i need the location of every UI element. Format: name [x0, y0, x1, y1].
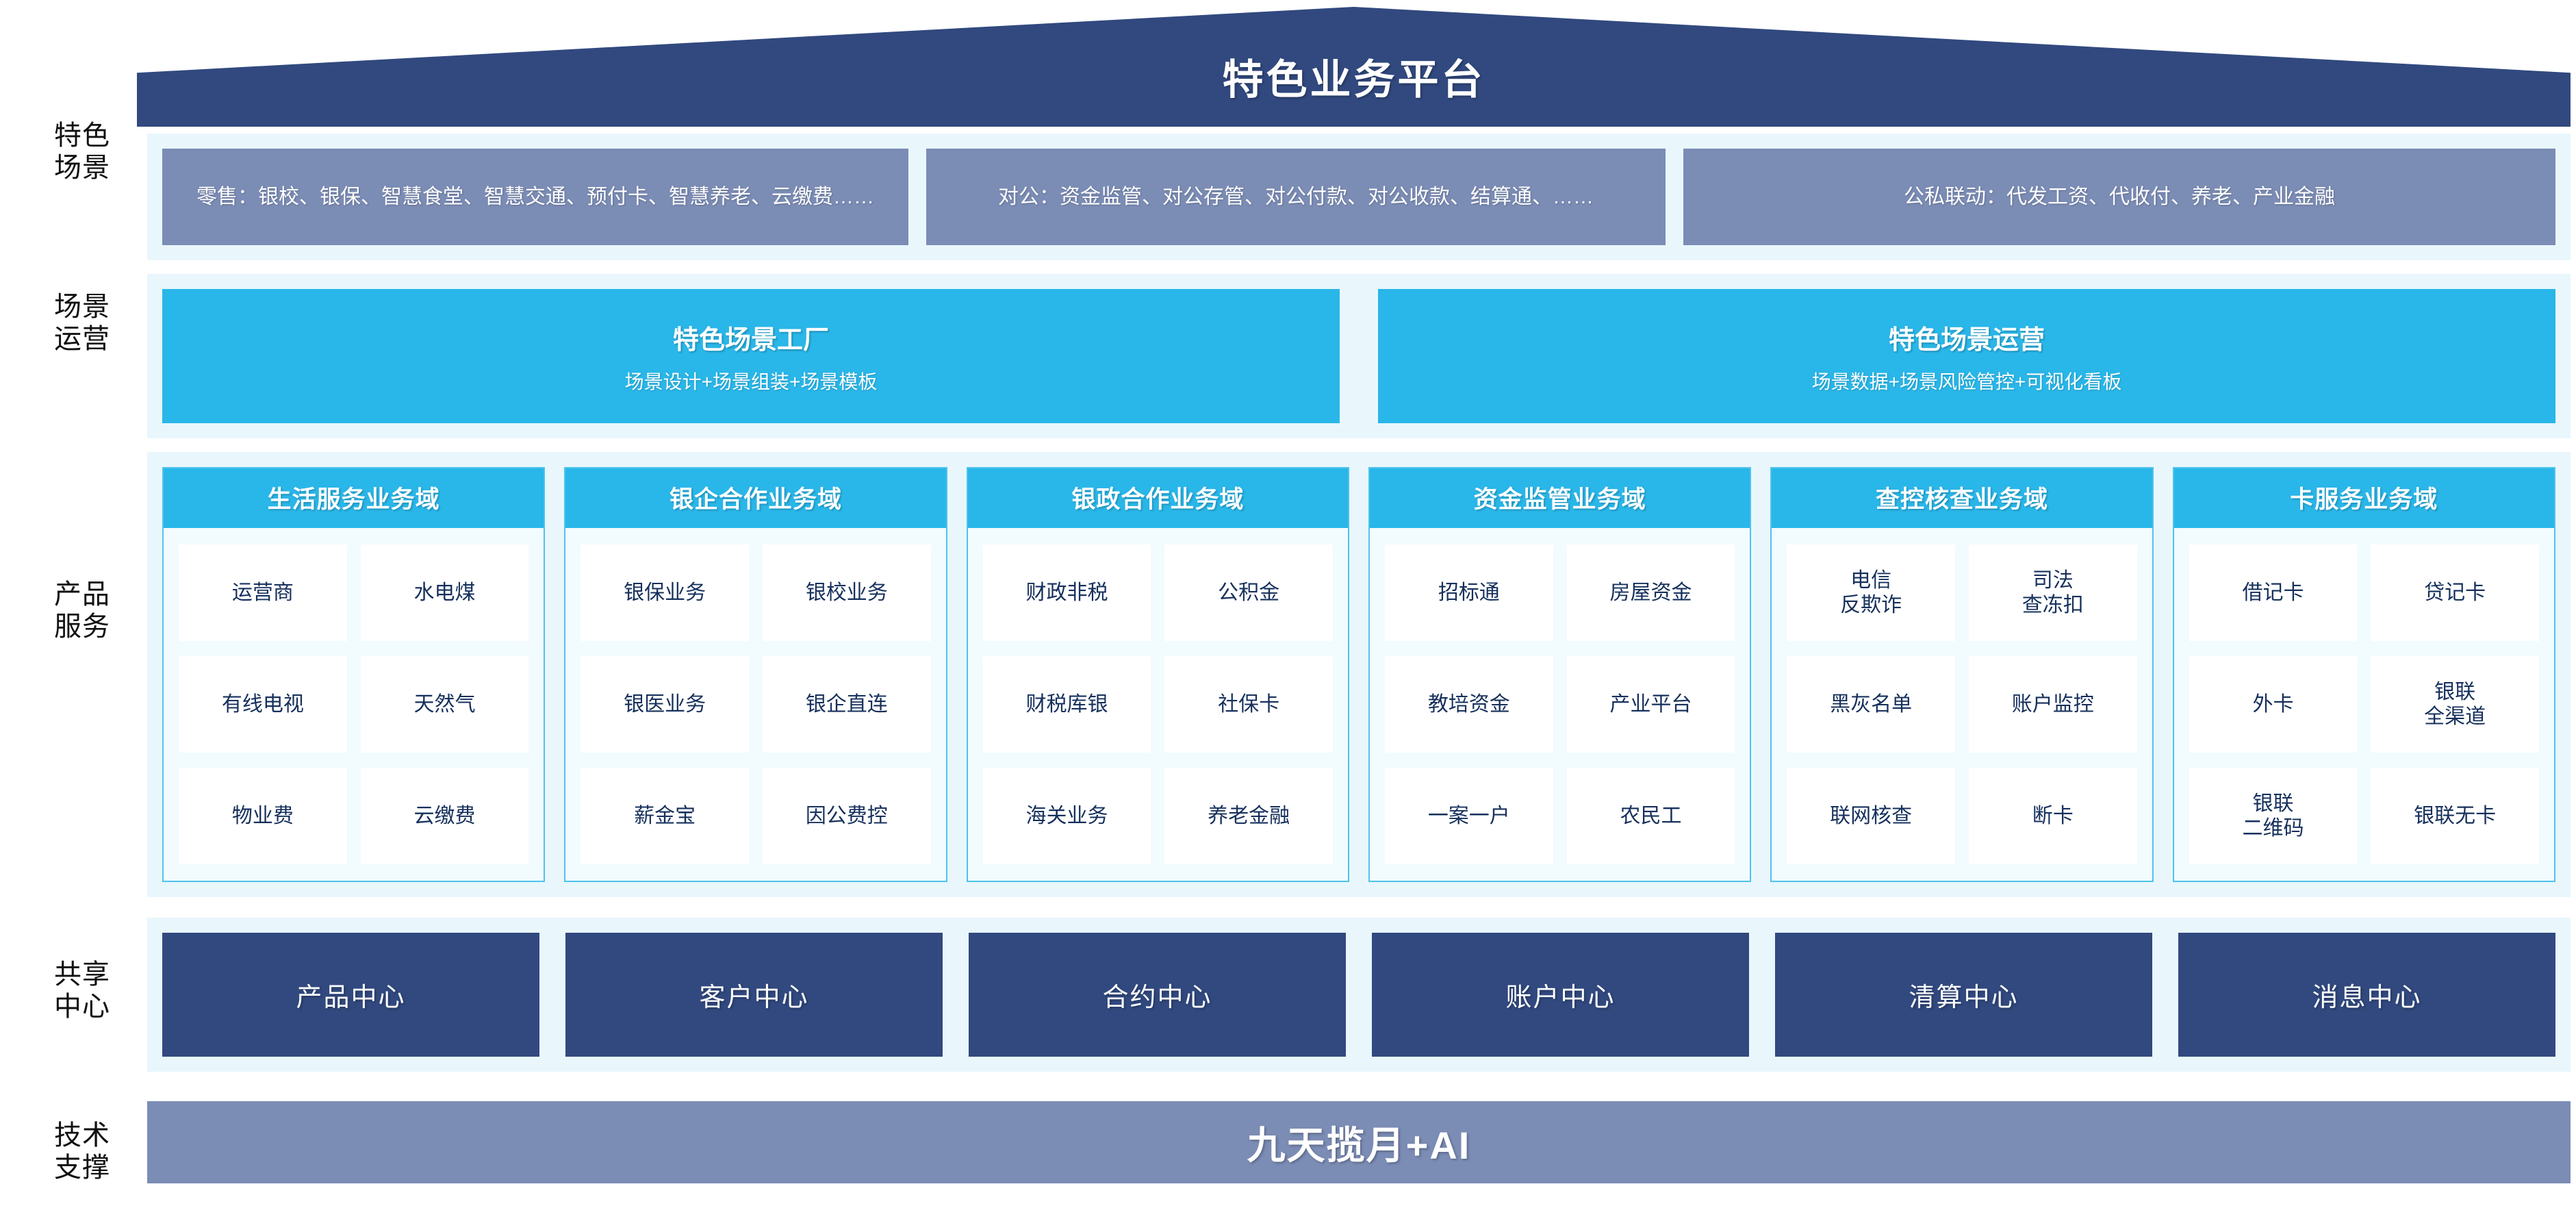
scene-box-retail[interactable]: 零售：银校、银保、智慧食堂、智慧交通、预付卡、智慧养老、云缴费…… [162, 149, 908, 245]
business-domain-title[interactable]: 银企合作业务域 [565, 468, 946, 528]
business-domain-item[interactable]: 银保业务 [581, 544, 749, 641]
row-label-shared: 共享 中心 [54, 959, 110, 1022]
business-domain-item[interactable]: 云缴费 [360, 768, 529, 864]
business-domain-title[interactable]: 银政合作业务域 [967, 468, 1348, 528]
business-domain-item[interactable]: 外卡 [2189, 656, 2358, 753]
shared-center-box[interactable]: 合约中心 [969, 933, 1346, 1057]
scene-box-corporate[interactable]: 对公：资金监管、对公存管、对公付款、对公收款、结算通、…… [926, 149, 1666, 245]
page-title: 特色业务平台 [1222, 57, 1485, 103]
scene-operation-subtitle: 场景数据+场景风险管控+可视化看板 [1811, 370, 2122, 392]
business-domain-column: 银企合作业务域银保业务银校业务银医业务银企直连薪金宝因公费控 [564, 467, 947, 882]
shared-center-box[interactable]: 消息中心 [2178, 933, 2555, 1057]
business-domain-item[interactable]: 银联无卡 [2371, 768, 2539, 864]
business-domain-item[interactable]: 电信 反欺诈 [1787, 544, 1955, 641]
shared-panel: 产品中心客户中心合约中心账户中心清算中心消息中心 [147, 918, 2571, 1072]
business-domain-item[interactable]: 银联 全渠道 [2371, 656, 2539, 753]
shared-center-box[interactable]: 客户中心 [565, 933, 943, 1057]
business-domain-column: 资金监管业务域招标通房屋资金教培资金产业平台一案一户农民工 [1368, 467, 1752, 882]
business-domain-title[interactable]: 生活服务业务域 [164, 468, 544, 528]
business-domain-column: 卡服务业务域借记卡贷记卡外卡银联 全渠道银联 二维码银联无卡 [2172, 467, 2555, 882]
tech-support-label: 九天揽月+AI [1247, 1123, 1471, 1167]
business-domain-item[interactable]: 司法 查冻扣 [1968, 544, 2137, 641]
business-domain-item[interactable]: 水电煤 [360, 544, 529, 641]
business-domain-grid: 借记卡贷记卡外卡银联 全渠道银联 二维码银联无卡 [2174, 528, 2554, 881]
scene-panel: 零售：银校、银保、智慧食堂、智慧交通、预付卡、智慧养老、云缴费…… 对公：资金监… [147, 134, 2571, 260]
scene-factory-title: 特色场景工厂 [672, 325, 829, 355]
operation-box-scene-operation[interactable]: 特色场景运营 场景数据+场景风险管控+可视化看板 [1378, 289, 2555, 423]
business-domain-grid: 运营商水电煤有线电视天然气物业费云缴费 [164, 528, 544, 881]
business-domain-item[interactable]: 联网核查 [1787, 768, 1955, 864]
business-domain-item[interactable]: 公积金 [1164, 544, 1333, 641]
business-domain-column: 查控核查业务域电信 反欺诈司法 查冻扣黑灰名单账户监控联网核查断卡 [1770, 467, 2154, 882]
business-domain-item[interactable]: 黑灰名单 [1787, 656, 1955, 753]
business-domain-item[interactable]: 银医业务 [581, 656, 749, 753]
business-domain-item[interactable]: 海关业务 [982, 768, 1151, 864]
row-label-scene: 特色 场景 [54, 121, 110, 184]
business-domain-item[interactable]: 薪金宝 [581, 768, 749, 864]
business-domain-item[interactable]: 养老金融 [1164, 768, 1333, 864]
business-domain-item[interactable]: 断卡 [1968, 768, 2137, 864]
tech-support-bar[interactable]: 九天揽月+AI [147, 1101, 2571, 1183]
business-domain-item[interactable]: 天然气 [360, 656, 529, 753]
business-domain-item[interactable]: 一案一户 [1384, 768, 1553, 864]
shared-center-box[interactable]: 账户中心 [1372, 933, 1749, 1057]
business-domain-item[interactable]: 财政非税 [982, 544, 1151, 641]
business-domain-item[interactable]: 财税库银 [982, 656, 1151, 753]
business-domain-item[interactable]: 银校业务 [762, 544, 931, 641]
business-domain-grid: 银保业务银校业务银医业务银企直连薪金宝因公费控 [565, 528, 945, 881]
business-domain-item[interactable]: 账户监控 [1968, 656, 2137, 753]
business-domain-item[interactable]: 房屋资金 [1566, 544, 1735, 641]
business-domain-item[interactable]: 物业费 [179, 768, 347, 864]
product-panel: 生活服务业务域运营商水电煤有线电视天然气物业费云缴费银企合作业务域银保业务银校业… [147, 452, 2571, 897]
business-domain-title[interactable]: 查控核查业务域 [1772, 468, 2152, 528]
operation-box-scene-factory[interactable]: 特色场景工厂 场景设计+场景组装+场景模板 [162, 289, 1340, 423]
business-domain-column: 生活服务业务域运营商水电煤有线电视天然气物业费云缴费 [162, 467, 546, 882]
shared-center-box[interactable]: 产品中心 [162, 933, 539, 1057]
business-domain-item[interactable]: 借记卡 [2189, 544, 2358, 641]
business-domain-item[interactable]: 贷记卡 [2371, 544, 2539, 641]
business-domain-item[interactable]: 银企直连 [762, 656, 931, 753]
scene-factory-subtitle: 场景设计+场景组装+场景模板 [624, 370, 878, 392]
operation-panel: 特色场景工厂 场景设计+场景组装+场景模板 特色场景运营 场景数据+场景风险管控… [147, 274, 2571, 438]
business-domain-grid: 电信 反欺诈司法 查冻扣黑灰名单账户监控联网核查断卡 [1772, 528, 2152, 881]
row-label-operation: 场景 运营 [54, 292, 110, 355]
business-domain-item[interactable]: 教培资金 [1384, 656, 1553, 753]
business-domain-item[interactable]: 社保卡 [1164, 656, 1333, 753]
business-domain-title[interactable]: 卡服务业务域 [2173, 468, 2554, 528]
business-domain-column: 银政合作业务域财政非税公积金财税库银社保卡海关业务养老金融 [966, 467, 1349, 882]
scene-operation-title: 特色场景运营 [1888, 325, 2045, 355]
business-domain-grid: 财政非税公积金财税库银社保卡海关业务养老金融 [968, 528, 1348, 881]
business-domain-item[interactable]: 银联 二维码 [2189, 768, 2358, 864]
business-domain-item[interactable]: 有线电视 [179, 656, 347, 753]
business-domain-item[interactable]: 农民工 [1566, 768, 1735, 864]
row-label-tech: 技术 支撑 [54, 1120, 110, 1183]
scene-box-public-private[interactable]: 公私联动：代发工资、代收付、养老、产业金融 [1683, 149, 2555, 245]
platform-title-banner: 特色业务平台 [137, 7, 2571, 127]
business-domain-item[interactable]: 运营商 [179, 544, 347, 641]
business-domain-item[interactable]: 招标通 [1384, 544, 1553, 641]
business-domain-grid: 招标通房屋资金教培资金产业平台一案一户农民工 [1370, 528, 1750, 881]
shared-center-box[interactable]: 清算中心 [1775, 933, 2152, 1057]
business-domain-item[interactable]: 因公费控 [762, 768, 931, 864]
business-domain-item[interactable]: 产业平台 [1566, 656, 1735, 753]
business-domain-title[interactable]: 资金监管业务域 [1369, 468, 1750, 528]
row-label-product: 产品 服务 [54, 579, 110, 642]
